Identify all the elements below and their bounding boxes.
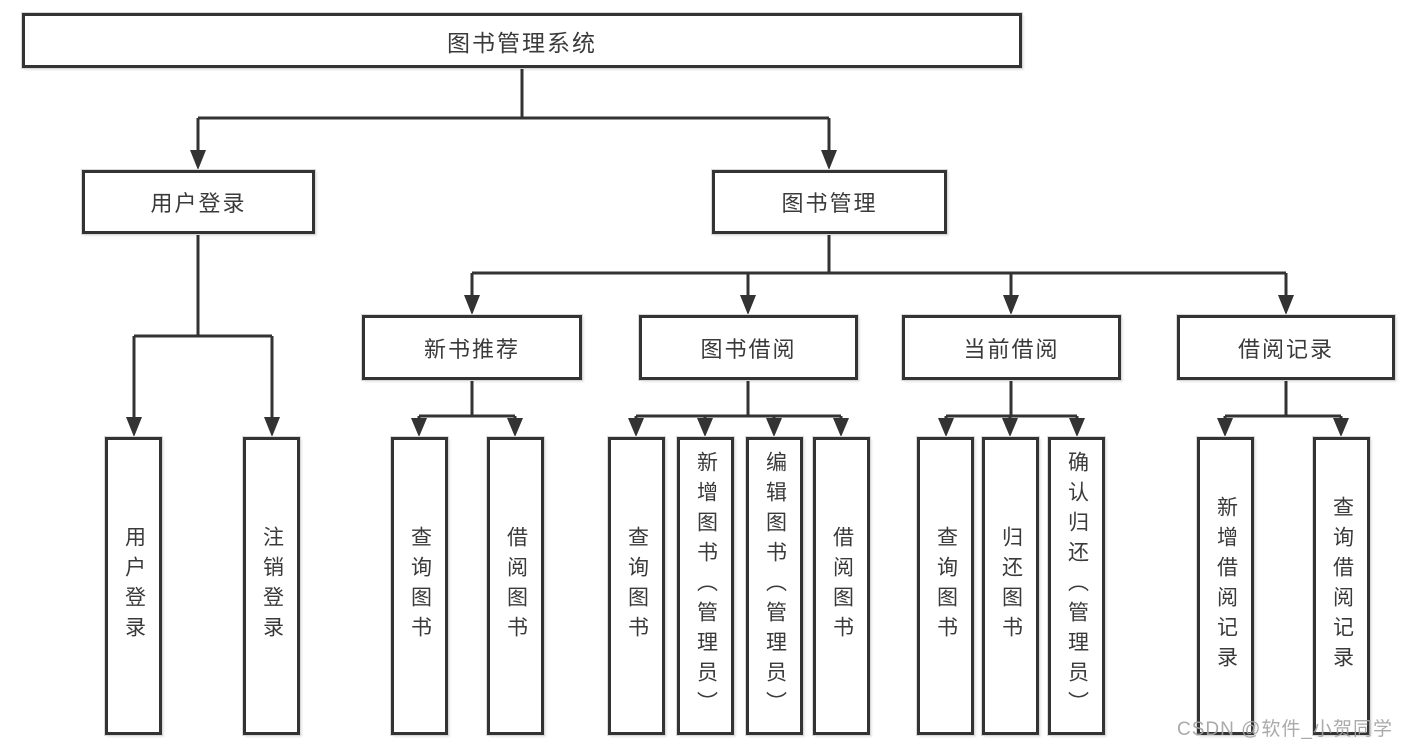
arrow-down-icon <box>126 417 142 437</box>
leaf-bb-query-book: 查询图书 <box>608 437 665 735</box>
arrow-down-icon <box>1217 418 1233 437</box>
connector-new-book <box>417 380 517 421</box>
node-borrow-record: 借阅记录 <box>1177 315 1395 380</box>
connector-book-mgmt <box>470 234 1288 297</box>
node-current-borrow-label: 当前借阅 <box>963 336 1060 362</box>
leaf-nbr-query-book-label: 查询图书 <box>408 526 432 646</box>
arrow-down-icon <box>507 418 523 437</box>
leaf-bb-edit-book-admin: 编辑图书（管理员） <box>746 437 803 735</box>
arrow-down-icon <box>697 418 713 437</box>
arrow-down-icon <box>833 418 849 437</box>
arrowheads <box>126 150 1349 437</box>
leaf-bb-add-book-admin-label: 新增图书（管理员） <box>694 451 718 721</box>
leaf-bb-edit-book-admin-label: 编辑图书（管理员） <box>763 451 787 721</box>
arrow-down-icon <box>1002 418 1018 437</box>
leaf-cb-query-book: 查询图书 <box>917 437 974 735</box>
connector-root-branch <box>196 68 831 152</box>
node-new-book-recommend-label: 新书推荐 <box>423 336 520 362</box>
leaf-br-query-record-label: 查询借阅记录 <box>1330 496 1354 676</box>
leaf-cb-return-book: 归还图书 <box>982 437 1039 735</box>
node-root-label: 图书管理系统 <box>447 29 597 56</box>
arrow-down-icon <box>411 418 427 437</box>
watermark: CSDN @软件_小贺同学 <box>1177 719 1393 740</box>
arrow-down-icon <box>628 418 644 437</box>
arrow-down-icon <box>766 418 782 437</box>
connector-user-login <box>132 234 274 419</box>
leaf-user-login: 用户登录 <box>105 437 162 735</box>
node-root: 图书管理系统 <box>22 13 1022 68</box>
leaf-br-add-record-label: 新增借阅记录 <box>1214 496 1238 676</box>
arrow-down-icon <box>938 418 954 437</box>
leaf-nbr-borrow-book: 借阅图书 <box>487 437 544 735</box>
leaf-cb-query-book-label: 查询图书 <box>934 526 958 646</box>
arrow-down-icon <box>821 150 837 170</box>
connector-current-borrow <box>944 380 1079 421</box>
leaf-cb-confirm-return-admin: 确认归还（管理员） <box>1048 437 1105 735</box>
leaf-user-login-label: 用户登录 <box>122 526 146 646</box>
arrow-down-icon <box>740 295 756 315</box>
node-borrow-record-label: 借阅记录 <box>1237 336 1334 362</box>
leaf-logout: 注销登录 <box>243 437 300 735</box>
arrow-down-icon <box>1003 295 1019 315</box>
leaf-logout-label: 注销登录 <box>260 526 284 646</box>
node-user-login-branch: 用户登录 <box>82 170 315 234</box>
arrow-down-icon <box>1333 418 1349 437</box>
node-book-management: 图书管理 <box>712 170 947 234</box>
node-new-book-recommend: 新书推荐 <box>362 315 582 380</box>
leaf-bb-borrow-book: 借阅图书 <box>813 437 870 735</box>
leaf-bb-borrow-book-label: 借阅图书 <box>830 526 854 646</box>
arrow-down-icon <box>464 295 480 315</box>
node-current-borrow: 当前借阅 <box>902 315 1121 380</box>
leaf-br-query-record: 查询借阅记录 <box>1313 437 1370 735</box>
arrow-down-icon <box>190 150 206 170</box>
connector-borrow-record <box>1223 380 1343 421</box>
leaf-bb-query-book-label: 查询图书 <box>625 526 649 646</box>
arrow-down-icon <box>264 417 280 437</box>
node-user-login-branch-label: 用户登录 <box>150 191 247 216</box>
leaf-bb-add-book-admin: 新增图书（管理员） <box>677 437 734 735</box>
node-book-management-label: 图书管理 <box>781 191 878 216</box>
connector-book-borrow <box>634 380 843 421</box>
leaf-nbr-borrow-book-label: 借阅图书 <box>504 526 528 646</box>
node-book-borrow: 图书借阅 <box>639 315 858 380</box>
leaf-cb-return-book-label: 归还图书 <box>999 526 1023 646</box>
leaf-nbr-query-book: 查询图书 <box>391 437 448 735</box>
leaf-br-add-record: 新增借阅记录 <box>1197 437 1254 735</box>
node-book-borrow-label: 图书借阅 <box>700 336 797 362</box>
leaf-cb-confirm-return-admin-label: 确认归还（管理员） <box>1065 451 1089 721</box>
arrow-down-icon <box>1069 418 1085 437</box>
arrow-down-icon <box>1278 295 1294 315</box>
